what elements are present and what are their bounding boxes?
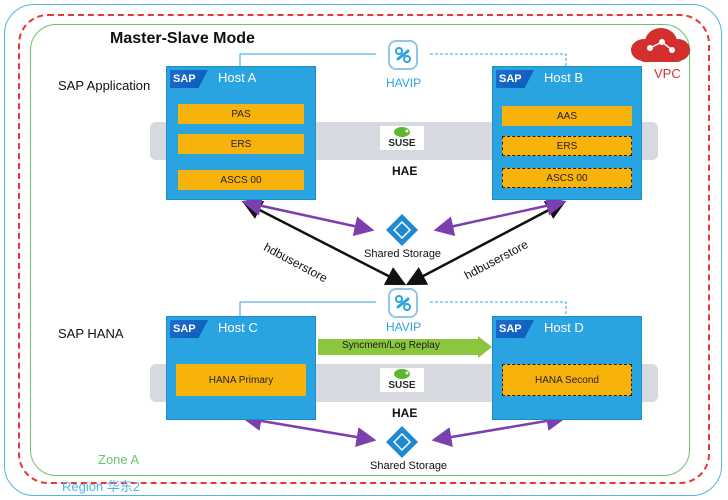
zone-boundary bbox=[30, 24, 690, 476]
host-b-aas: AAS bbox=[502, 106, 632, 126]
hae-label-hana: HAE bbox=[392, 406, 418, 420]
replication-arrow bbox=[318, 336, 492, 358]
suse-logo-text: SUSE bbox=[388, 380, 416, 391]
host-a-title: Host A bbox=[218, 70, 257, 85]
section-label-hana: SAP HANA bbox=[58, 326, 124, 341]
host-b-ers: ERS bbox=[502, 136, 632, 156]
host-d-title: Host D bbox=[544, 320, 584, 335]
havip-label-hana: HAVIP bbox=[386, 320, 422, 334]
region-label: Region 华东2 bbox=[62, 479, 141, 494]
hae-label-app: HAE bbox=[392, 164, 418, 178]
region-boundary bbox=[4, 4, 722, 496]
havip-link-left-hana bbox=[239, 301, 376, 316]
suse-chameleon-icon: SUSE bbox=[380, 126, 424, 150]
storage-arrow-c bbox=[241, 411, 377, 447]
shared-storage-icon bbox=[386, 214, 418, 246]
havip-icon bbox=[388, 288, 418, 318]
diagram-title: Master-Slave Mode bbox=[110, 30, 255, 47]
host-c-title: Host C bbox=[218, 320, 258, 335]
host-b-title: Host B bbox=[544, 70, 584, 85]
storage-arrow-a bbox=[241, 195, 375, 237]
havip-link-right-hana bbox=[430, 301, 567, 316]
vpc-label: VPC bbox=[654, 66, 681, 81]
shared-storage-label-app: Shared Storage bbox=[364, 248, 442, 260]
cloud-icon bbox=[631, 28, 690, 62]
shared-storage-label-hana: Shared Storage bbox=[370, 460, 448, 472]
host-a-ascs: ASCS 00 bbox=[178, 170, 304, 190]
host-a: SAP Host A PAS ERS ASCS 00 bbox=[166, 66, 316, 200]
havip-link-left bbox=[239, 53, 376, 66]
havip-label-app: HAVIP bbox=[386, 76, 422, 90]
sap-logo: SAP bbox=[170, 70, 208, 88]
host-a-ers: ERS bbox=[178, 134, 304, 154]
sap-logo: SAP bbox=[170, 320, 208, 338]
vpc-boundary bbox=[18, 14, 710, 484]
suse-chameleon-icon: SUSE bbox=[380, 368, 424, 392]
havip-link-right bbox=[430, 53, 567, 66]
host-d: SAP Host D HANA Second bbox=[492, 316, 642, 420]
host-c-hana-primary: HANA Primary bbox=[176, 364, 306, 396]
host-d-hana-second: HANA Second bbox=[502, 364, 632, 396]
replication-label: Syncmem/Log Replay bbox=[342, 340, 440, 351]
host-c: SAP Host C HANA Primary bbox=[166, 316, 316, 420]
sap-logo: SAP bbox=[496, 70, 534, 88]
section-label-app: SAP Application bbox=[58, 78, 151, 93]
zone-label: Zone A bbox=[98, 452, 140, 467]
host-b-ascs: ASCS 00 bbox=[502, 168, 632, 188]
suse-logo-text: SUSE bbox=[388, 138, 416, 149]
havip-icon bbox=[388, 40, 418, 70]
host-b: SAP Host B AAS ERS ASCS 00 bbox=[492, 66, 642, 200]
storage-arrow-d bbox=[431, 411, 567, 447]
storage-arrow-b bbox=[433, 195, 567, 237]
shared-storage-icon bbox=[386, 426, 418, 458]
host-a-pas: PAS bbox=[178, 104, 304, 124]
sap-logo: SAP bbox=[496, 320, 534, 338]
